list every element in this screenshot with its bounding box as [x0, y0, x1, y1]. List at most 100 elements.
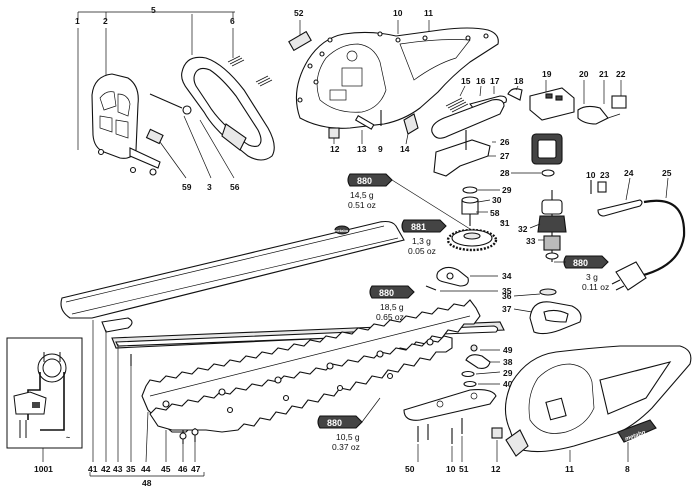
callout-26: 26 — [500, 137, 510, 147]
callout-11-bottom: 11 — [565, 464, 574, 474]
spring-screw — [227, 55, 245, 67]
grease-weight: 14,5 g — [350, 190, 374, 200]
grease-weight: 18,5 g — [380, 302, 404, 312]
blade-bushings — [162, 338, 434, 414]
bottom-left-leaders — [89, 320, 205, 477]
suppressor — [577, 105, 609, 125]
callout-17: 17 — [490, 76, 500, 86]
grease-oz: 0.65 oz — [376, 312, 404, 322]
grease-code: 881 — [411, 222, 426, 232]
callout-27: 27 — [500, 151, 510, 161]
guard-brand: metabo — [334, 228, 349, 233]
callout-1001: 1001 — [34, 464, 53, 474]
housing-screws — [297, 31, 489, 103]
button-cap — [507, 88, 523, 101]
callout-19: 19 — [542, 69, 552, 79]
switch-lock — [403, 113, 419, 135]
grease-weight: 3 g — [586, 272, 598, 282]
callout-34: 34 — [502, 271, 512, 281]
callout-18: 18 — [514, 76, 524, 86]
power-plug — [615, 261, 647, 291]
callout-25: 25 — [662, 168, 672, 178]
callout-43: 43 — [113, 464, 123, 474]
label-strip — [288, 30, 312, 52]
bearing — [541, 169, 555, 177]
gear-cover-plate — [403, 389, 497, 421]
callout-45: 45 — [161, 464, 171, 474]
callout-29-low: 29 — [503, 368, 513, 378]
callout-49: 49 — [503, 345, 513, 355]
callout-11-top: 11 — [424, 8, 433, 18]
loop-handle — [181, 56, 275, 161]
svg-text:~: ~ — [66, 435, 70, 442]
power-cord — [639, 199, 686, 278]
callout-3: 3 — [207, 182, 212, 192]
callout-48: 48 — [142, 478, 152, 488]
callout-23: 23 — [600, 170, 610, 180]
cord-clip — [597, 181, 607, 193]
small-pin — [354, 115, 375, 130]
grease-oz: 0.11 oz — [582, 282, 609, 292]
washer — [539, 288, 557, 296]
washer — [463, 380, 477, 388]
callout-24: 24 — [624, 168, 634, 178]
callout-30: 30 — [492, 195, 502, 205]
long-screw — [149, 93, 183, 109]
callout-1: 1 — [75, 16, 80, 26]
grease-code: 880 — [573, 258, 588, 268]
gear-bracket — [433, 139, 491, 177]
spring-screw — [255, 75, 273, 87]
callout-8: 8 — [625, 464, 630, 474]
callout-42: 42 — [101, 464, 111, 474]
blade-guard: metabo — [60, 220, 405, 319]
grease-oz: 0.51 oz — [348, 200, 376, 210]
callout-52: 52 — [294, 8, 304, 18]
front-guard-plate — [91, 73, 161, 176]
armature — [537, 190, 567, 262]
terminal-block — [611, 95, 627, 109]
grease-oz: 0.37 oz — [332, 442, 360, 452]
plate-screws — [417, 418, 463, 444]
callout-13: 13 — [357, 144, 367, 154]
label-plate — [145, 128, 164, 145]
eccentric-link — [465, 354, 491, 369]
grease-code: 880 — [379, 288, 394, 298]
small-block — [491, 427, 503, 439]
callout-33: 33 — [526, 236, 536, 246]
grease-code: 880 — [327, 418, 342, 428]
motor-housing-right: metabo — [504, 345, 692, 457]
cutter-blade-lower — [149, 335, 453, 433]
callout-5: 5 — [151, 5, 156, 15]
callout-10-bottom: 10 — [446, 464, 456, 474]
small-block — [328, 127, 340, 139]
callout-32: 32 — [518, 224, 528, 234]
callout-59: 59 — [182, 182, 192, 192]
washer — [462, 186, 478, 194]
callout-12-top: 12 — [330, 144, 340, 154]
callout-6: 6 — [230, 16, 235, 26]
grease-weight: 1,3 g — [412, 236, 431, 246]
blade-clip — [101, 317, 133, 333]
callout-12-bottom: 12 — [491, 464, 501, 474]
callout-40: 40 — [503, 379, 513, 389]
callout-9: 9 — [378, 144, 383, 154]
callout-46: 46 — [178, 464, 188, 474]
callout-21: 21 — [599, 69, 609, 79]
screw — [425, 285, 437, 291]
wiring-diagram-inset: ~ — [6, 337, 83, 449]
callout-56: 56 — [230, 182, 240, 192]
grease-tube-5: 880 10,5 g 0.37 oz — [317, 415, 363, 452]
callout-35-mid: 35 — [502, 286, 512, 296]
callout-14: 14 — [400, 144, 410, 154]
callout-bracket-top-left — [77, 11, 235, 150]
washer — [470, 344, 478, 352]
callout-36: 36 — [502, 291, 512, 301]
callout-22: 22 — [616, 69, 626, 79]
callout-29-mid: 29 — [502, 185, 512, 195]
callout-35-bottom: 35 — [126, 464, 136, 474]
drive-gear — [446, 228, 498, 252]
grease-weight: 10,5 g — [336, 432, 360, 442]
callout-38: 38 — [503, 357, 513, 367]
callout-10-top: 10 — [393, 8, 403, 18]
